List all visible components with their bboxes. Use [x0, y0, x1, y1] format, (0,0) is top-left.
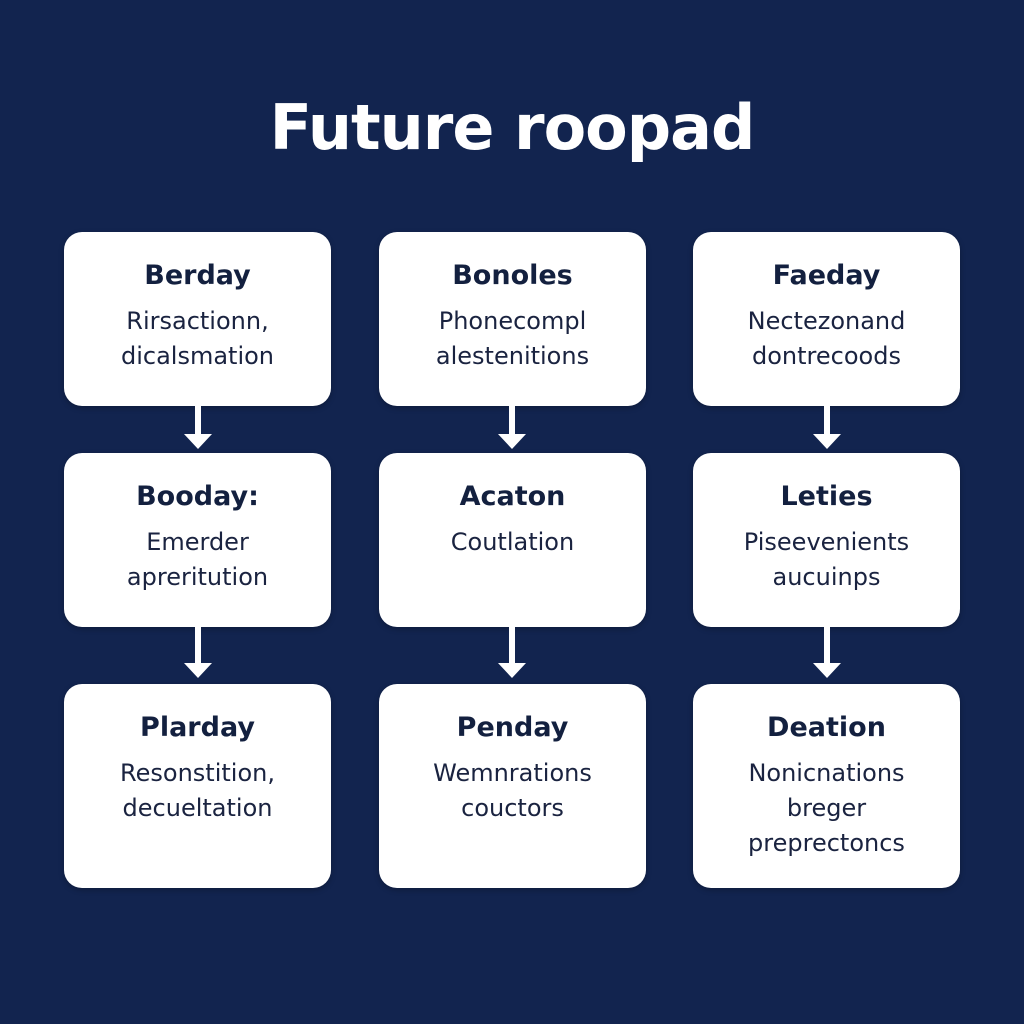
stage-box-5: Acaton Coutlation — [379, 453, 646, 627]
stage-description-line: aucuinps — [772, 563, 881, 591]
stage-heading: Deation — [767, 712, 886, 743]
stage-description-line: Rirsactionn, — [126, 307, 269, 335]
stage-box-2: Bonoles Phonecompl alestenitions — [379, 232, 646, 406]
arrow-down-icon — [494, 406, 530, 450]
stage-description-line: Wemnrations — [433, 759, 592, 787]
stage-description-line: alestenitions — [435, 342, 590, 370]
stage-description: Emerder apreritution — [64, 525, 331, 595]
arrow-down-icon — [494, 627, 530, 679]
stage-description: Phonecompl alestenitions — [379, 304, 646, 374]
stage-box-7: Plarday Resonstition, decueltation — [64, 684, 331, 888]
stage-box-3: Faeday Nectezonand dontrecoods — [693, 232, 960, 406]
stage-description-line: Phonecompl — [438, 307, 587, 335]
stage-description-line: apreritution — [126, 563, 269, 591]
arrow-down-icon — [180, 627, 216, 679]
stage-description-line: Resonstition, — [120, 759, 275, 787]
stage-description: Piseevenients aucuinps — [693, 525, 960, 595]
stage-description-line: Nonicnations — [748, 759, 905, 787]
stage-description-line: decueltation — [122, 794, 273, 822]
stage-description-line: dicalsmation — [120, 342, 275, 370]
stage-box-4: Booday: Emerder apreritution — [64, 453, 331, 627]
stage-heading: Plarday — [140, 712, 255, 743]
stage-description: Resonstition, decueltation — [64, 756, 331, 826]
stage-heading: Bonoles — [452, 260, 573, 291]
stage-description-line: Piseevenients — [743, 528, 910, 556]
stage-description-line: breger — [786, 794, 867, 822]
stage-description-line: couctors — [461, 794, 564, 822]
diagram-title: Future roopad — [269, 91, 756, 164]
stage-heading: Leties — [780, 481, 873, 512]
stage-description: Coutlation — [379, 525, 646, 560]
stage-description-line: dontrecoods — [752, 342, 901, 370]
stage-description: Nonicnations breger preprectoncs — [693, 756, 960, 861]
stage-heading: Faeday — [772, 260, 881, 291]
stage-description-line: Emerder — [146, 528, 249, 556]
stage-description: Rirsactionn, dicalsmation — [64, 304, 331, 374]
stage-description-line: Coutlation — [450, 528, 575, 556]
stage-box-6: Leties Piseevenients aucuinps — [693, 453, 960, 627]
arrow-down-icon — [809, 627, 845, 679]
arrow-down-icon — [180, 406, 216, 450]
stage-heading: Penday — [456, 712, 569, 743]
stage-heading: Acaton — [459, 481, 566, 512]
stage-box-1: Berday Rirsactionn, dicalsmation — [64, 232, 331, 406]
stage-box-8: Penday Wemnrations couctors — [379, 684, 646, 888]
stage-description-line: preprectoncs — [748, 829, 905, 857]
stage-heading: Berday — [144, 260, 251, 291]
stage-heading: Booday: — [136, 481, 259, 512]
stage-description: Wemnrations couctors — [379, 756, 646, 826]
stage-box-9: Deation Nonicnations breger preprectoncs — [693, 684, 960, 888]
arrow-down-icon — [809, 406, 845, 450]
stage-description: Nectezonand dontrecoods — [693, 304, 960, 374]
stage-description-line: Nectezonand — [747, 307, 906, 335]
